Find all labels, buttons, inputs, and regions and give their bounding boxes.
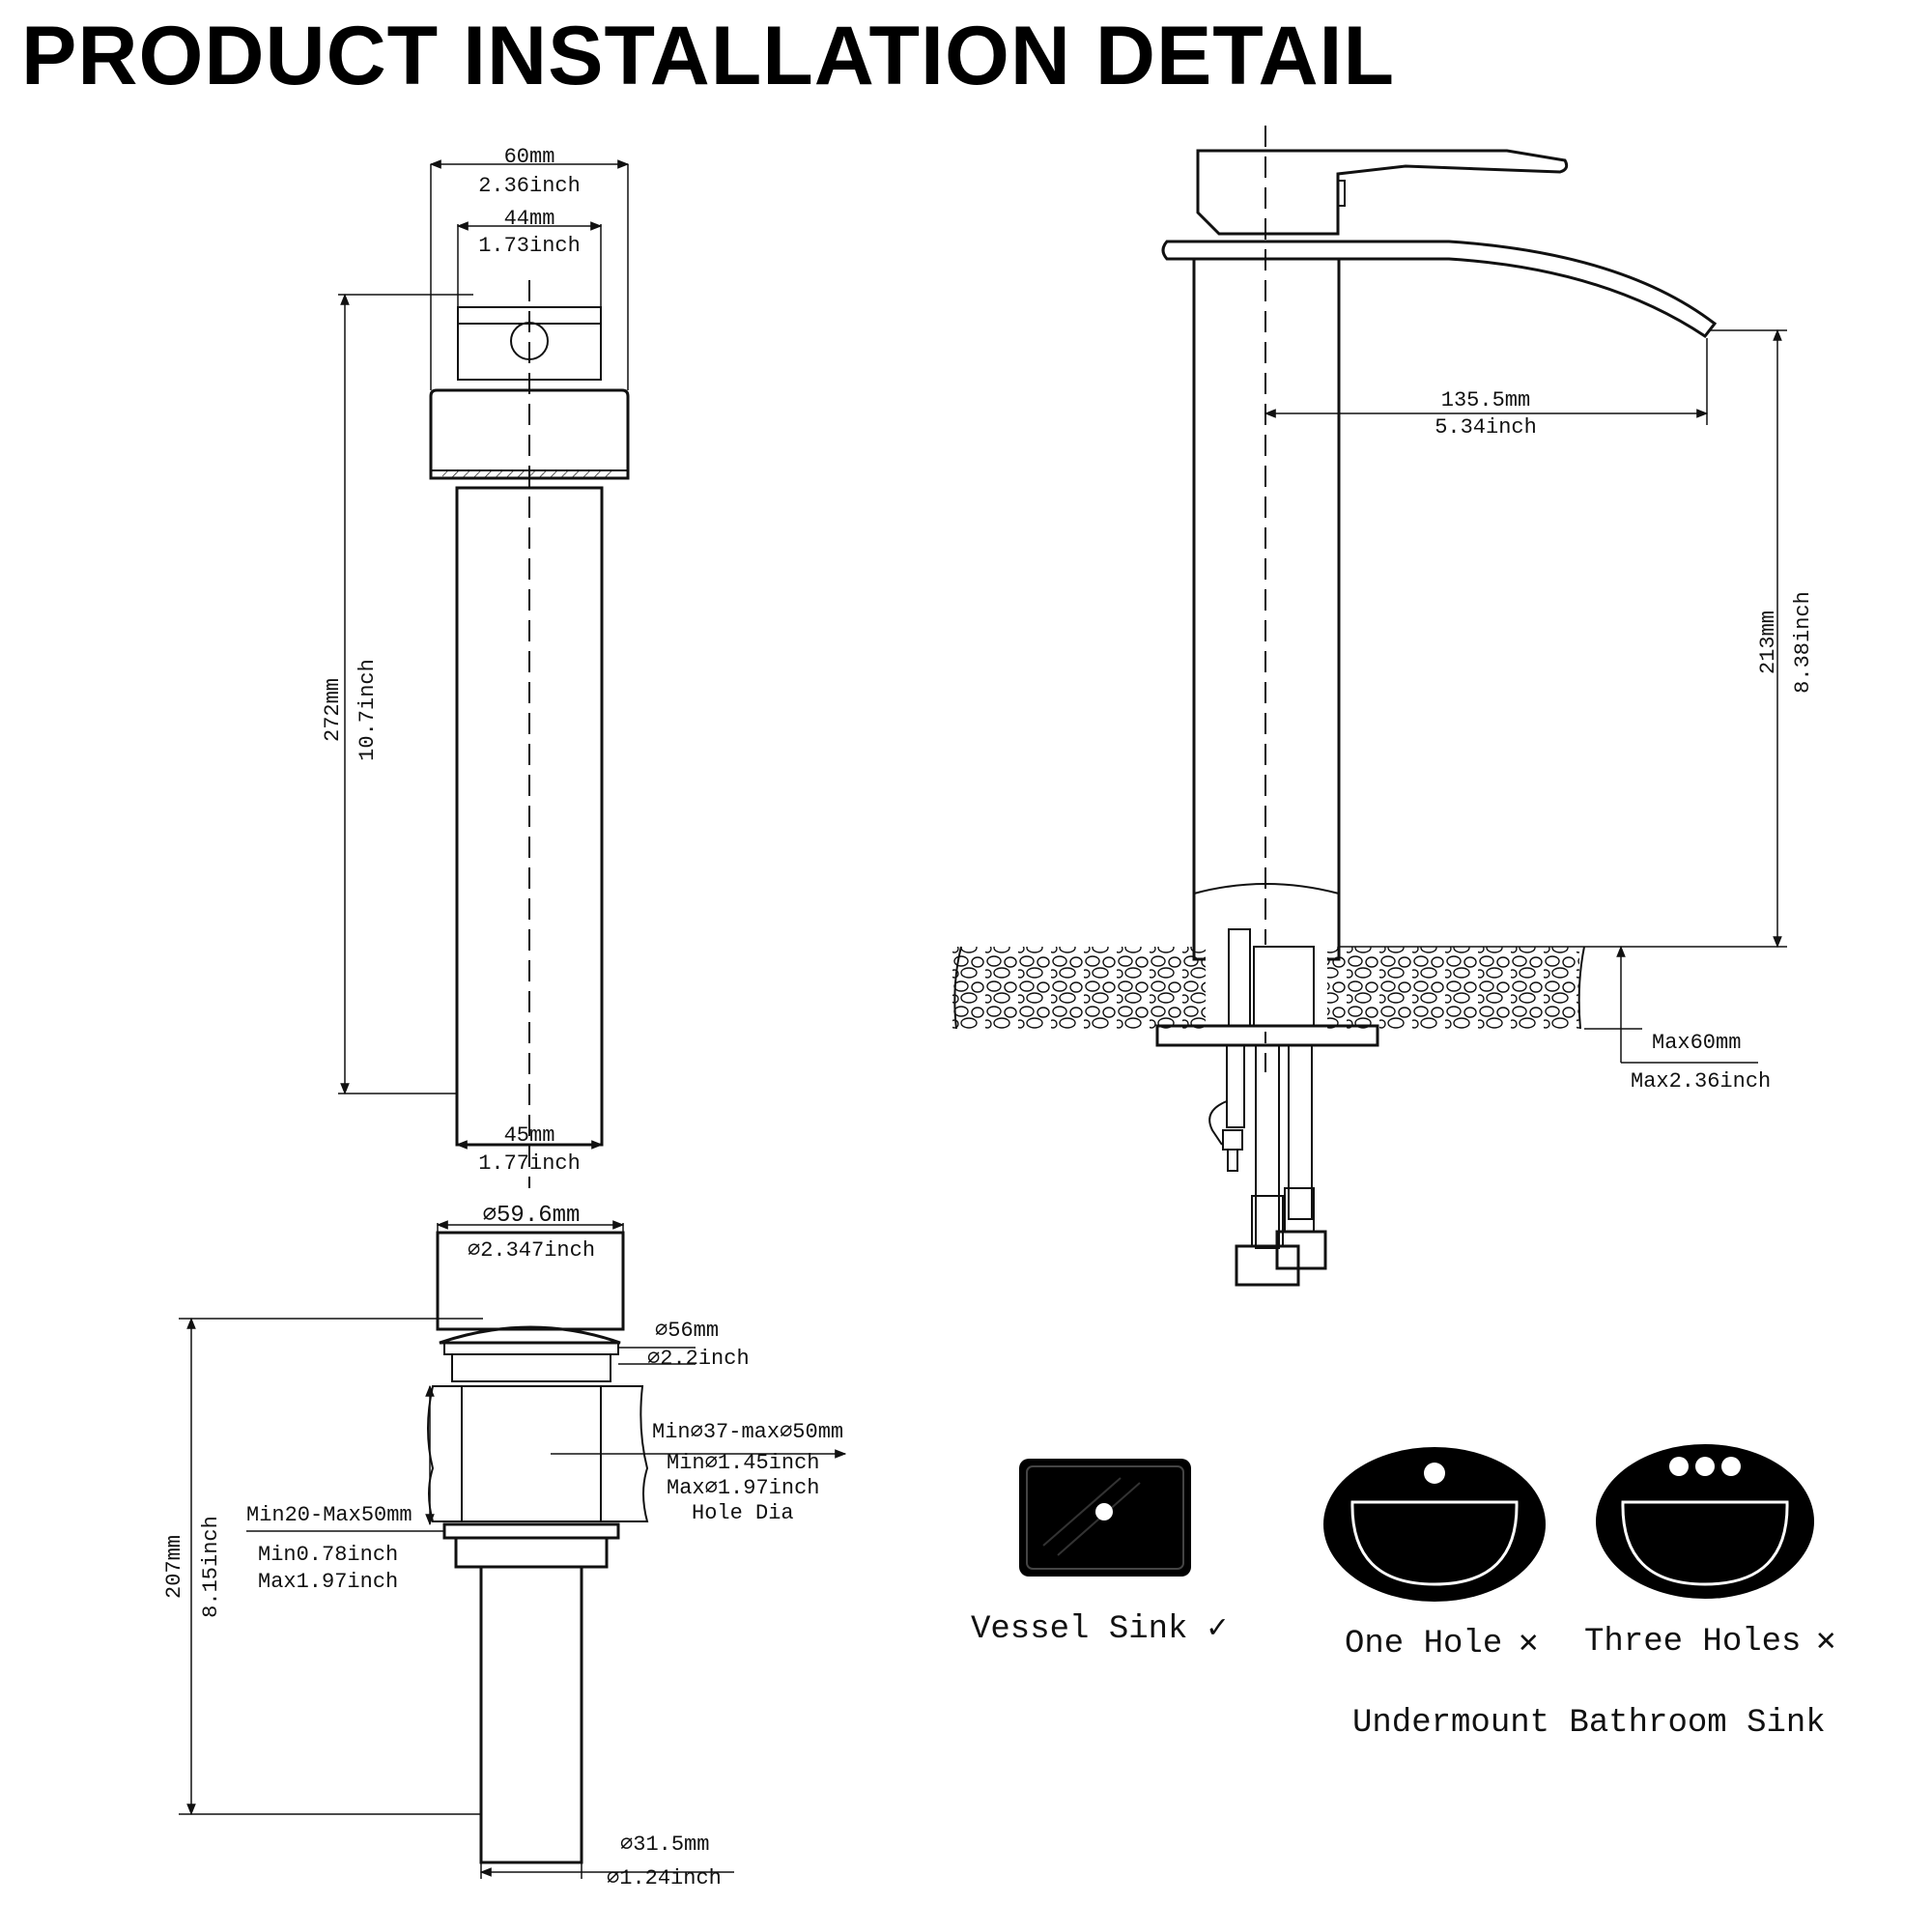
- faucet-reach-mm: 135.5mm: [1441, 388, 1530, 412]
- drain-pipe-dia-in: ⌀1.24inch: [607, 1866, 722, 1890]
- faucet-side-view: [952, 126, 1787, 1287]
- drain-thickness-mm: Min20-Max50mm: [246, 1503, 412, 1527]
- faucet-reach-in: 5.34inch: [1435, 415, 1537, 440]
- three-holes-label: Three Holes: [1584, 1624, 1801, 1661]
- handle-inner-width-mm: 44mm: [504, 207, 555, 231]
- handle-top-width-in: 2.36inch: [478, 174, 581, 198]
- drain-flange-dia-mm: ⌀56mm: [655, 1319, 719, 1343]
- faucet-deck-mm: Max60mm: [1652, 1031, 1741, 1055]
- drain-height-mm: 207mm: [162, 1535, 186, 1599]
- drain-hole-mm: Min⌀37-max⌀50mm: [652, 1420, 843, 1444]
- handle-inner-width-in: 1.73inch: [478, 234, 581, 258]
- drain-cap-dia-mm: ⌀59.6mm: [483, 1203, 581, 1229]
- drain-flange-dia-in: ⌀2.2inch: [647, 1347, 750, 1371]
- drain-hole-max-in: Max⌀1.97inch: [667, 1476, 819, 1500]
- faucet-body-side-view: [338, 159, 630, 1188]
- handle-height-in: 10.7inch: [355, 659, 380, 761]
- undermount-sink-label: Undermount Bathroom Sink: [1352, 1705, 1826, 1742]
- one-hole-label: One Hole: [1345, 1626, 1502, 1662]
- drain-hole-label: Hole Dia: [692, 1501, 794, 1525]
- drain-cap-dia-in: ⌀2.347inch: [468, 1238, 595, 1263]
- drain-hole-min-in: Min⌀1.45inch: [667, 1451, 819, 1475]
- one-hole-sink-icon: [1323, 1447, 1546, 1602]
- drain-thickness-max-in: Max1.97inch: [258, 1570, 398, 1594]
- vessel-sink-label: Vessel Sink: [971, 1611, 1187, 1648]
- handle-base-width-in: 1.77inch: [478, 1151, 581, 1176]
- three-holes-sink-icon: [1596, 1444, 1814, 1599]
- faucet-deck-in: Max2.36inch: [1631, 1069, 1771, 1094]
- page-title: PRODUCT INSTALLATION DETAIL: [21, 10, 1395, 102]
- handle-height-mm: 272mm: [321, 678, 345, 742]
- handle-base-width-mm: 45mm: [504, 1123, 555, 1148]
- drain-thickness-min-in: Min0.78inch: [258, 1543, 398, 1567]
- handle-top-width-mm: 60mm: [504, 145, 555, 169]
- vessel-sink-icon: [1019, 1459, 1191, 1577]
- drain-height-in: 8.15inch: [199, 1516, 223, 1618]
- cross-icon: ✕: [1816, 1624, 1835, 1661]
- check-icon: ✓: [1208, 1611, 1227, 1648]
- pop-up-drain-view: [179, 1220, 847, 1879]
- faucet-spout-height-mm: 213mm: [1756, 611, 1780, 674]
- drain-pipe-dia-mm: ⌀31.5mm: [620, 1833, 709, 1857]
- cross-icon: ✕: [1519, 1626, 1538, 1662]
- faucet-spout-height-in: 8.38inch: [1791, 591, 1815, 694]
